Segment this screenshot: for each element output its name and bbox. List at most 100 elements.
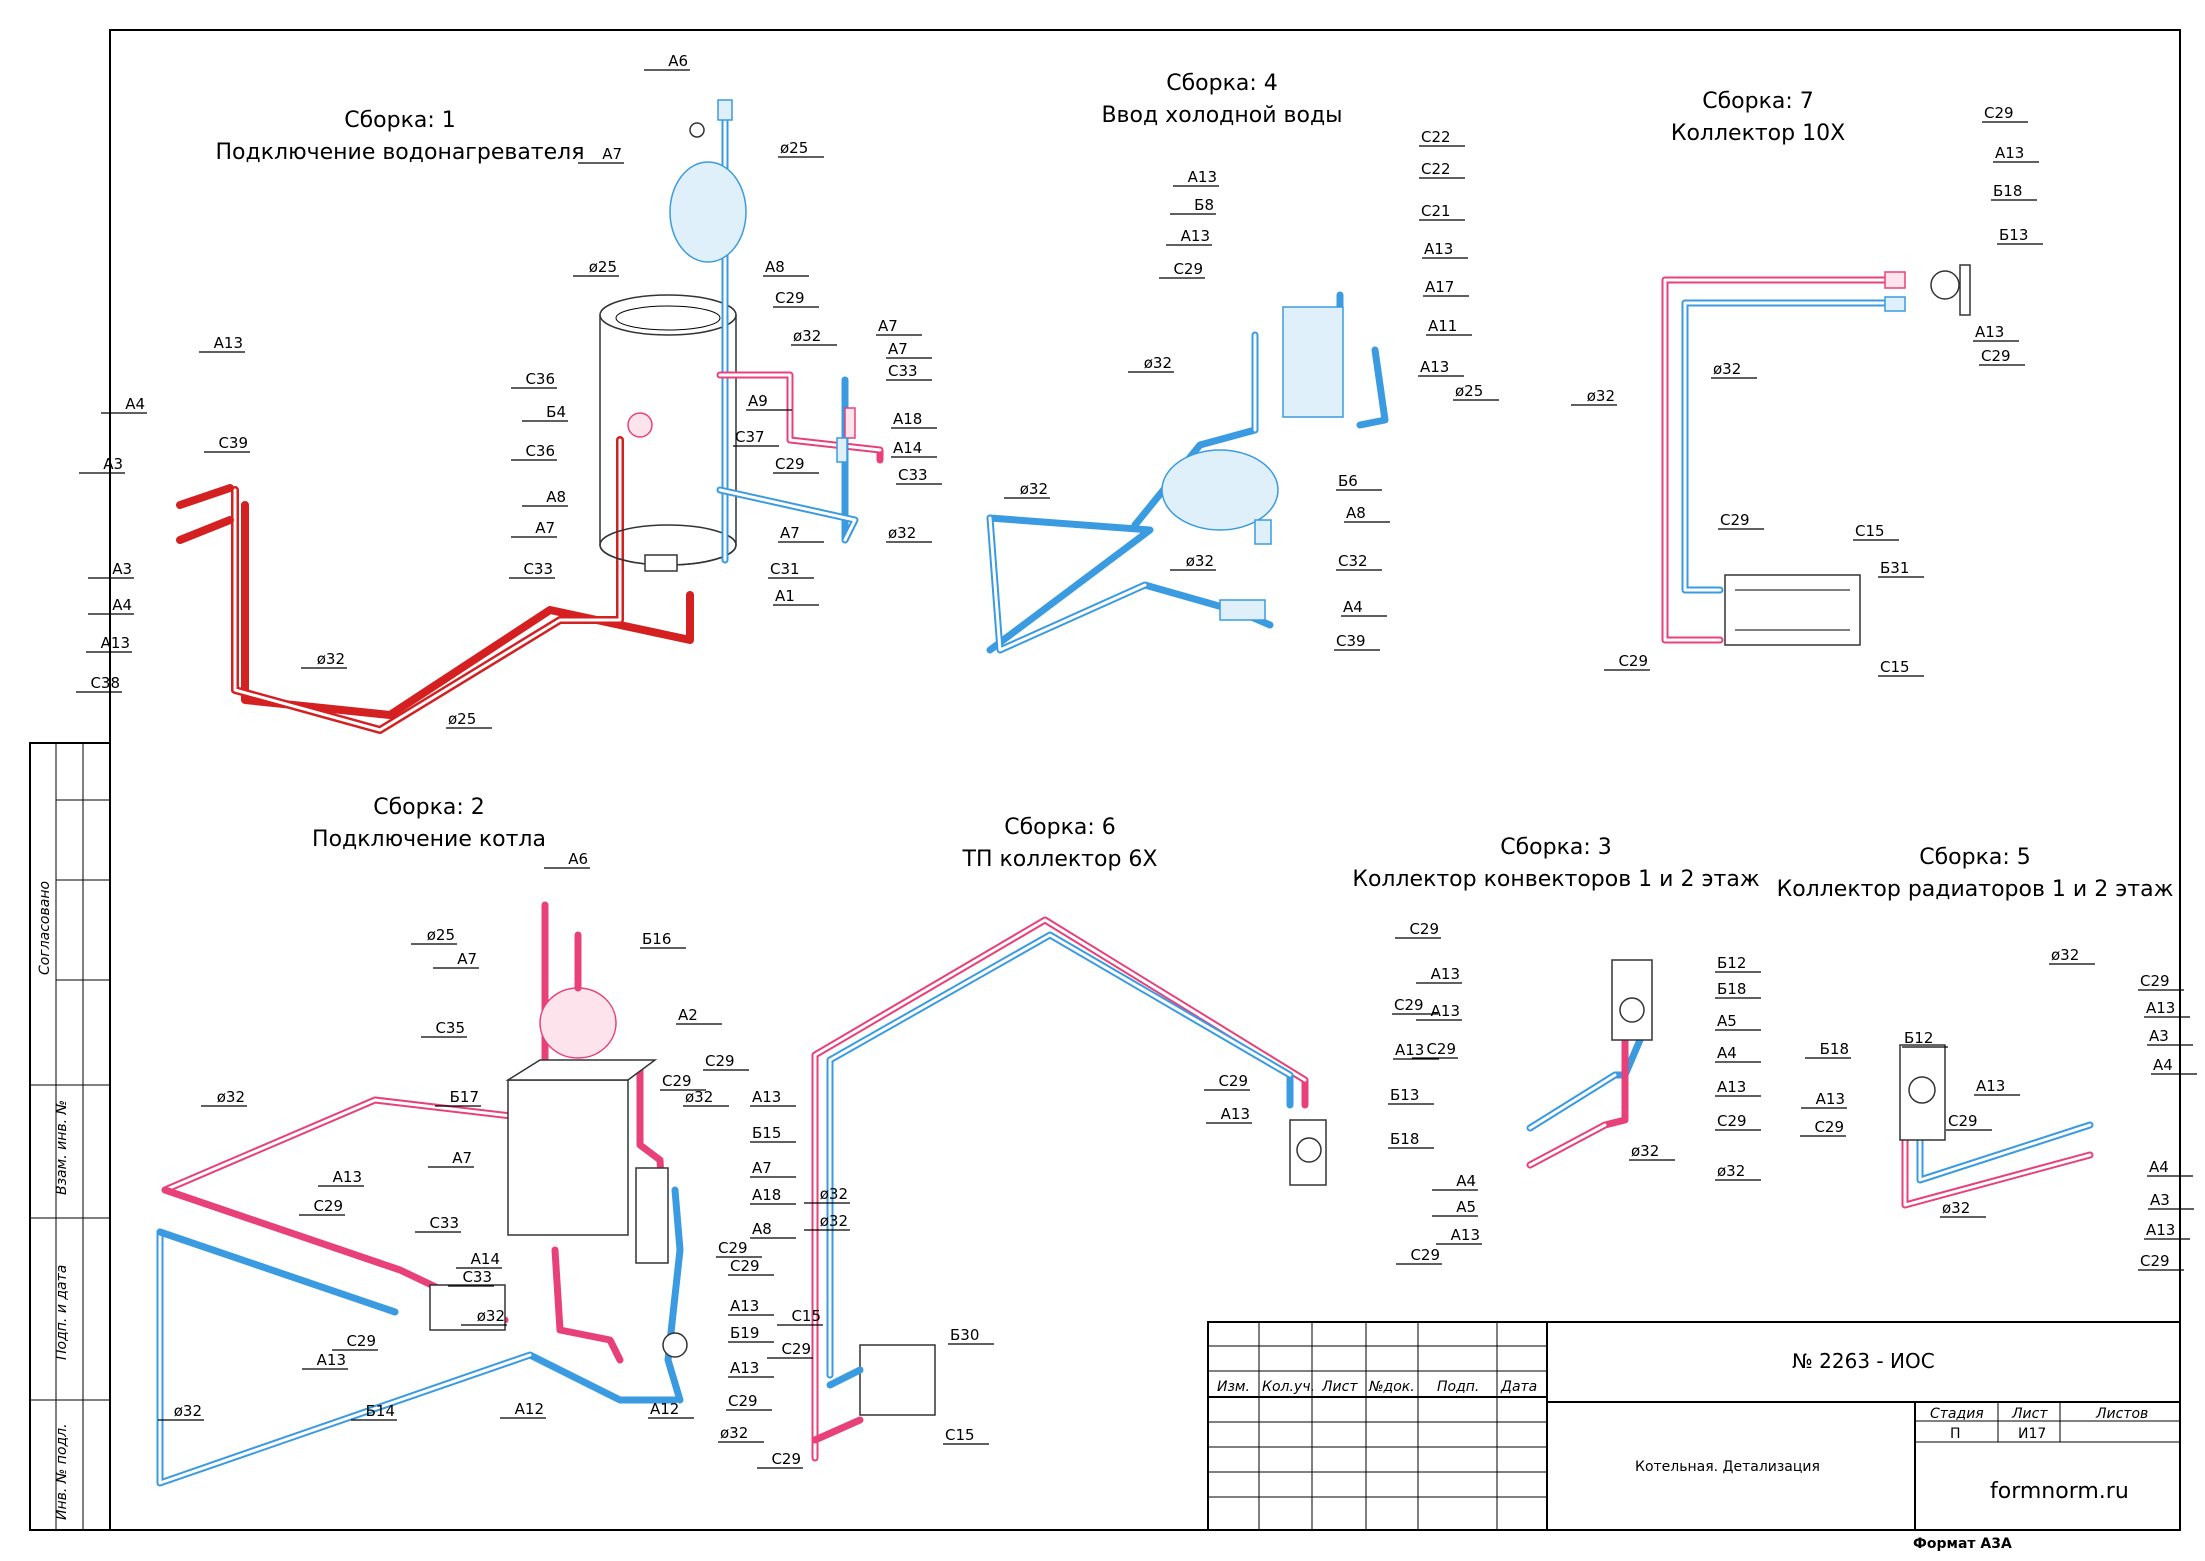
- s5-label-0: ø32: [2051, 946, 2079, 964]
- s4-title: Сборка: 4: [1166, 71, 1278, 96]
- s1-label-7: А7: [878, 317, 898, 335]
- s2-label-8: С29: [662, 1072, 692, 1090]
- s4-label-3: С29: [1173, 260, 1203, 278]
- s2-label-28: А12: [515, 1400, 544, 1418]
- s6-label-0: ø32: [820, 1185, 848, 1203]
- s1-label-33: А1: [775, 587, 795, 605]
- s2-label-15: А18: [752, 1186, 781, 1204]
- s6-label-11: А13: [1221, 1105, 1250, 1123]
- s1-label-9: С33: [888, 362, 918, 380]
- s3-label-5: А13: [1431, 1002, 1460, 1020]
- s6-label-7: С29: [1394, 996, 1424, 1014]
- s1-label-31: А7: [780, 524, 800, 542]
- stamp-inv-orig: Инв. № подл.: [54, 1423, 70, 1520]
- s6-label-9: Б13: [1390, 1086, 1419, 1104]
- s7-label-4: А13: [1975, 323, 2004, 341]
- expansion-vessel: [669, 161, 747, 263]
- format-label: Формат А3А: [1913, 1536, 2012, 1552]
- s2-label-2: Б16: [642, 930, 671, 948]
- s4-label-6: С22: [1421, 160, 1451, 178]
- s3-label-0: С29: [1409, 920, 1439, 938]
- s1-label-35: ø25: [448, 710, 476, 728]
- hdr-podp: Подп.: [1437, 1379, 1479, 1395]
- s3-label-9: С29: [1717, 1112, 1747, 1130]
- s7-label-1: А13: [1995, 144, 2024, 162]
- s1-label-17: А3: [103, 455, 123, 473]
- title-block: Изм. Кол.уч. Лист №док. Подп. Дата № 226…: [1207, 1321, 2181, 1552]
- s1-label-5: С29: [775, 289, 805, 307]
- water-heater-tank: [599, 294, 737, 336]
- assembly-5-drawing: [1899, 1044, 2094, 1209]
- s1-label-16: С39: [218, 434, 248, 452]
- assembly-titles: Сборка: 1 Подключение водонагревателя Сб…: [216, 71, 2174, 902]
- s7-label-6: ø32: [1713, 360, 1741, 378]
- s4-label-15: А8: [1346, 504, 1366, 522]
- cold-water-filter: [1282, 306, 1344, 418]
- site-name: formnorm.ru: [1990, 1479, 2129, 1504]
- hydro-separator: [635, 1167, 669, 1264]
- s6-subtitle: ТП коллектор 6Х: [962, 847, 1158, 872]
- s2-label-31: С29: [313, 1197, 343, 1215]
- s5-label-1: С29: [2140, 972, 2170, 990]
- s2-title: Сборка: 2: [373, 795, 485, 820]
- s1-label-0: А6: [668, 52, 688, 70]
- s1-label-8: А7: [888, 340, 908, 358]
- s1-label-32: С31: [770, 560, 800, 578]
- sheet-name: Котельная. Детализация: [1635, 1459, 1820, 1475]
- s5-label-8: А13: [1976, 1077, 2005, 1095]
- s5-subtitle: Коллектор радиаторов 1 и 2 этаж: [1777, 877, 2174, 902]
- s1-label-11: А14: [893, 439, 922, 457]
- s2-label-35: ø32: [174, 1402, 202, 1420]
- s1-label-30: С33: [523, 560, 553, 578]
- s4-label-1: Б8: [1194, 196, 1214, 214]
- assembly-3-drawing: [1526, 959, 1653, 1169]
- s1-label-26: А9: [748, 392, 768, 410]
- s2-label-22: С29: [730, 1257, 760, 1275]
- s4-label-14: Б6: [1338, 472, 1358, 490]
- s2-label-18: С33: [462, 1268, 492, 1286]
- s4-label-16: ø32: [1186, 552, 1214, 570]
- s1-label-27: С29: [775, 455, 805, 473]
- s7-label-9: С15: [1855, 522, 1885, 540]
- s3-label-6: А4: [1717, 1044, 1737, 1062]
- s4-label-8: А13: [1424, 240, 1453, 258]
- s4-label-19: С39: [1336, 632, 1366, 650]
- s1-label-4: А8: [765, 258, 785, 276]
- s2-label-32: С29: [346, 1332, 376, 1350]
- s3-label-14: А13: [1451, 1226, 1480, 1244]
- s6-label-6: С15: [945, 1426, 975, 1444]
- s3-label-1: Б12: [1717, 954, 1746, 972]
- s4-label-11: А13: [1420, 358, 1449, 376]
- s2-label-19: ø32: [477, 1307, 505, 1325]
- s5-label-15: С29: [2140, 1252, 2170, 1270]
- s5-label-12: А3: [2150, 1191, 2170, 1209]
- s5-label-11: А4: [2149, 1158, 2169, 1176]
- s4-label-17: С32: [1338, 552, 1368, 570]
- s3-label-3: Б18: [1717, 980, 1746, 998]
- hydro-accumulator: [1161, 449, 1279, 531]
- boiler-expansion-vessel: [539, 987, 617, 1059]
- assembly-6-drawing: [811, 916, 1327, 1462]
- s1-label-23: Б4: [546, 403, 566, 421]
- s2-label-34: Б14: [366, 1402, 395, 1420]
- s6-label-8: А13: [1395, 1041, 1424, 1059]
- s5-label-5: А3: [2149, 1027, 2169, 1045]
- s2-label-1: ø25: [427, 926, 455, 944]
- s7-label-2: Б18: [1993, 182, 2022, 200]
- s3-subtitle: Коллектор конвекторов 1 и 2 этаж: [1352, 867, 1759, 892]
- s2-label-27: ø32: [720, 1424, 748, 1442]
- s6-label-1: ø32: [820, 1212, 848, 1230]
- assembly-7-drawing: [1661, 264, 1971, 646]
- hdr-kol: Кол.уч.: [1262, 1379, 1315, 1395]
- s5-title: Сборка: 5: [1919, 845, 2031, 870]
- s7-label-7: ø32: [1587, 387, 1615, 405]
- s2-label-29: А12: [650, 1400, 679, 1418]
- s1-label-28: А8: [546, 488, 566, 506]
- s5-label-9: С29: [1814, 1118, 1844, 1136]
- s1-title: Сборка: 1: [344, 108, 456, 133]
- s4-label-4: ø32: [1144, 354, 1172, 372]
- s5-label-2: Б18: [1820, 1040, 1849, 1058]
- s7-label-3: Б13: [1999, 226, 2028, 244]
